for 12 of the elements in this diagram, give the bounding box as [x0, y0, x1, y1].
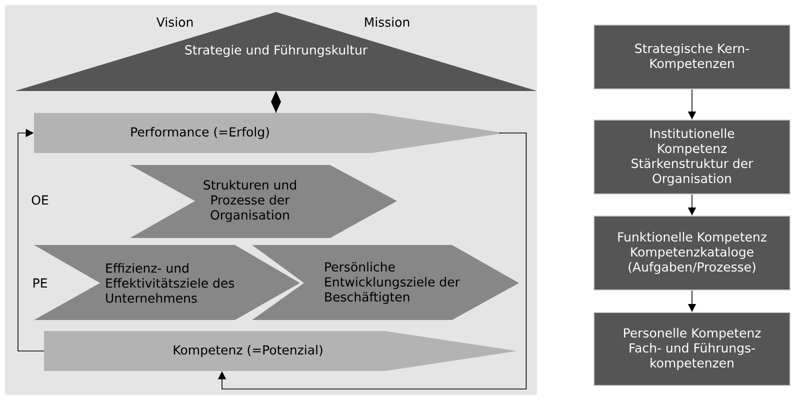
- process-box: Strategische Kern- Kompetenzen: [594, 24, 790, 90]
- process-box: Institutionelle Kompetenz Stärkenstruktur der Organisation: [594, 120, 790, 194]
- label-text: Mission: [365, 17, 410, 27]
- node-label: Effizienz- und Effektivitätsziele des Unternehmens: [106, 263, 234, 303]
- label-text: Vision: [156, 17, 193, 27]
- process-box: Personelle Kompetenz Fach- und Führungs- kompetenzen: [594, 312, 790, 386]
- arrow: [218, 132, 527, 390]
- process-box: Funktionelle Kompetenz Kompetenzkataloge (Aufgaben/Prozesse): [594, 216, 790, 290]
- label-text: OE: [32, 195, 48, 205]
- node-label: Persönliche Entwicklungsziele der Beschäftigten: [325, 262, 460, 304]
- label-text: PE: [34, 278, 47, 288]
- arrow: [18, 128, 44, 352]
